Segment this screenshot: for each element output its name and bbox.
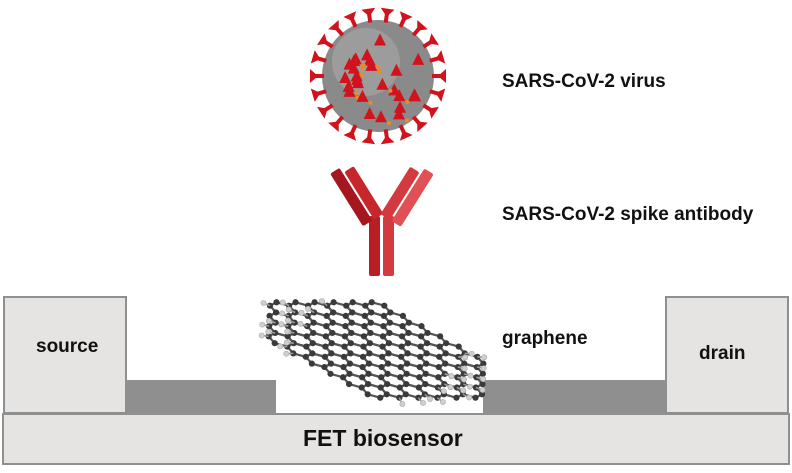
- fet-biosensor-label: FET biosensor: [303, 425, 463, 452]
- channel-right: [483, 380, 667, 414]
- virus-icon: [310, 8, 446, 145]
- virus-label: SARS-CoV-2 virus: [502, 71, 666, 93]
- antibody-icon: [330, 161, 434, 276]
- source-label: source: [36, 336, 98, 358]
- graphene-sheet: [259, 298, 487, 406]
- antibody-label: SARS-CoV-2 spike antibody: [502, 204, 753, 226]
- channel-left: [126, 380, 276, 414]
- graphene-label: graphene: [502, 328, 588, 350]
- drain-label: drain: [699, 343, 745, 365]
